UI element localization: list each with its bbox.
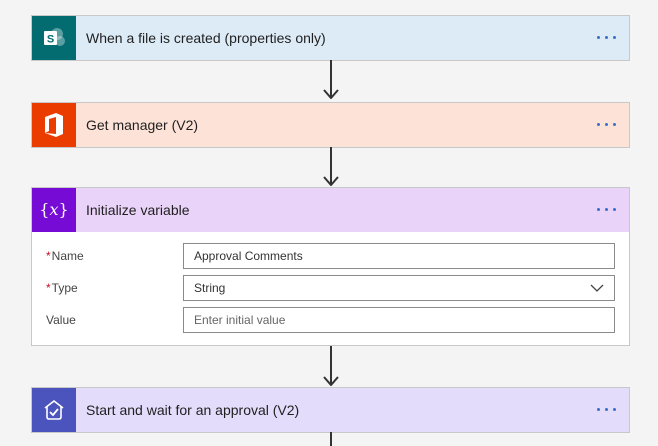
- connector-line: [330, 346, 332, 384]
- svg-text:{x}: {x}: [39, 200, 68, 219]
- svg-text:S: S: [47, 34, 54, 46]
- name-label-text: Name: [51, 249, 84, 263]
- value-input[interactable]: Enter initial value: [183, 307, 615, 333]
- name-input[interactable]: Approval Comments: [183, 243, 615, 269]
- trigger-card-header[interactable]: S When a file is created (properties onl…: [32, 16, 629, 60]
- approvals-icon: [32, 388, 76, 432]
- connector-line: [330, 147, 332, 184]
- type-row: *Type String: [46, 272, 615, 304]
- required-marker: *: [46, 249, 51, 263]
- chevron-down-icon[interactable]: [590, 283, 604, 293]
- value-row: Value Enter initial value: [46, 304, 615, 336]
- action-card-get-manager[interactable]: Get manager (V2): [31, 102, 630, 148]
- more-options-icon[interactable]: [593, 398, 619, 420]
- variable-form: *Name Approval Comments *Type String Val…: [32, 232, 629, 346]
- arrow-down-icon: [323, 89, 339, 99]
- arrow-down-icon: [323, 376, 339, 386]
- more-options-icon[interactable]: [593, 198, 619, 220]
- type-select[interactable]: String: [183, 275, 615, 301]
- step-title: When a file is created (properties only): [86, 30, 326, 46]
- variable-icon: {x}: [32, 188, 76, 232]
- sharepoint-icon: S: [32, 16, 76, 60]
- arrow-down-icon: [323, 176, 339, 186]
- connector-line: [330, 60, 332, 97]
- more-options-icon[interactable]: [593, 26, 619, 48]
- type-label: *Type: [46, 281, 183, 295]
- step-title: Start and wait for an approval (V2): [86, 402, 300, 418]
- trigger-card-file-created[interactable]: S When a file is created (properties onl…: [31, 15, 630, 61]
- more-options-icon[interactable]: [593, 113, 619, 135]
- action-card-header[interactable]: Start and wait for an approval (V2): [32, 388, 629, 432]
- name-row: *Name Approval Comments: [46, 240, 615, 272]
- connector-line: [330, 432, 332, 446]
- action-card-header[interactable]: {x} Initialize variable: [32, 188, 629, 232]
- name-label: *Name: [46, 249, 183, 263]
- value-label: Value: [46, 313, 183, 327]
- action-card-initialize-variable[interactable]: {x} Initialize variable *Name Approval C…: [31, 187, 630, 346]
- value-label-text: Value: [46, 313, 76, 327]
- step-title: Get manager (V2): [86, 117, 199, 133]
- action-card-header[interactable]: Get manager (V2): [32, 103, 629, 147]
- office-icon: [32, 103, 76, 147]
- type-label-text: Type: [51, 281, 78, 295]
- step-title: Initialize variable: [86, 202, 190, 218]
- type-select-value: String: [194, 281, 226, 295]
- action-card-start-approval[interactable]: Start and wait for an approval (V2): [31, 387, 630, 433]
- required-marker: *: [46, 281, 51, 295]
